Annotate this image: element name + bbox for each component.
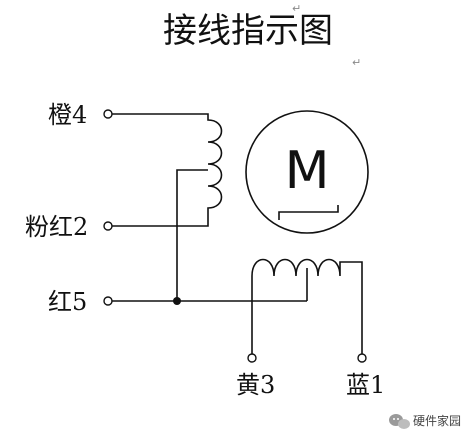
label-yellow: 黄3 [236, 371, 275, 399]
terminal-blue [357, 353, 367, 363]
wechat-logo-icon [389, 414, 410, 429]
motor-letter: M [285, 141, 330, 201]
motor-symbol: M [245, 110, 369, 234]
vertical-center-tap [176, 169, 208, 301]
terminal-yellow [247, 353, 257, 363]
watermark-text: 硬件家园 [413, 413, 461, 428]
motor-base-bracket [278, 205, 339, 220]
label-blue: 蓝1 [346, 371, 385, 399]
watermark: 硬件家园 [389, 413, 461, 429]
terminal-red [103, 296, 113, 306]
vertical-winding [108, 113, 223, 227]
paragraph-mark: ↵ [352, 56, 361, 69]
label-orange: 橙4 [48, 101, 87, 129]
motor-circle [245, 110, 369, 234]
paragraph-mark: ↵ [292, 2, 301, 15]
label-pink: 粉红2 [25, 213, 88, 241]
horizontal-winding [251, 258, 363, 356]
junction-dot [173, 297, 181, 305]
terminal-pink [103, 221, 113, 231]
diagram-title: 接线指示图 [163, 11, 333, 51]
terminal-orange [103, 109, 113, 119]
label-red: 红5 [48, 288, 87, 316]
